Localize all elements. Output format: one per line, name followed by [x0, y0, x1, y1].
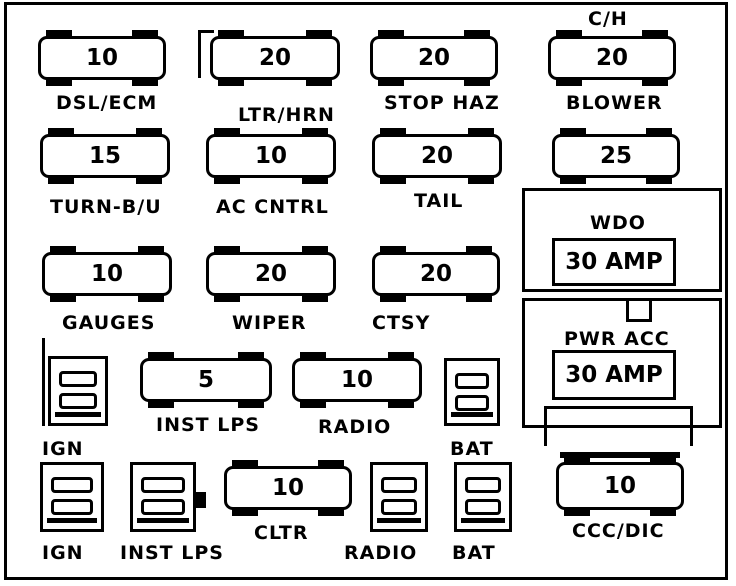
fuse-wdo-25: 25: [552, 128, 680, 184]
label-bat-upper: BAT: [450, 438, 494, 460]
fuse-rating: 20: [419, 261, 452, 287]
fuse-rating: 10: [90, 261, 123, 287]
fuse-rating: 20: [254, 261, 287, 287]
relay-ign-lower: [40, 462, 104, 532]
label-ltr-hrn: LTR/HRN: [238, 104, 335, 126]
label-tail: TAIL: [414, 190, 464, 212]
label-inst-lps-lower: INST LPS: [120, 542, 224, 564]
fuse-panel: [4, 2, 728, 580]
label-inst-lps: INST LPS: [156, 414, 260, 436]
pwr-acc-mount-right: [690, 406, 693, 446]
fuse-rating: 25: [599, 143, 632, 169]
fuse-rating: 20: [595, 45, 628, 71]
ign-bracket: [42, 338, 45, 426]
label-radio-upper: RADIO: [318, 416, 392, 438]
label-ign-upper: IGN: [42, 438, 84, 460]
fuse-blower: 20: [548, 30, 676, 86]
breaker-wdo-30amp: 30 AMP: [552, 238, 676, 286]
relay-bat-lower: [454, 462, 512, 532]
fuse-stop-haz: 20: [370, 30, 498, 86]
fuse-rating: 20: [417, 45, 450, 71]
label-pwr-acc: PWR ACC: [564, 328, 670, 350]
breaker-pwr-acc-30amp: 30 AMP: [552, 350, 676, 400]
fuse-rating: 10: [340, 367, 373, 393]
fuse-ccc-dic: 10: [556, 456, 684, 516]
fuse-turn-bu: 15: [40, 128, 170, 184]
ccc-dic-contact-bar: [560, 452, 680, 458]
label-stop-haz: STOP HAZ: [384, 92, 500, 114]
fuse-wiper: 20: [206, 246, 336, 302]
relay-ign-upper: [48, 356, 108, 426]
ltr-hrn-bracket-top: [198, 30, 214, 33]
relay-bat-upper: [444, 358, 500, 426]
ltr-hrn-bracket: [198, 30, 201, 78]
relay-radio-lower: [370, 462, 428, 532]
label-cltr: CLTR: [254, 522, 309, 544]
label-gauges: GAUGES: [62, 312, 156, 334]
label-turn-bu: TURN-B/U: [50, 196, 162, 218]
pwr-acc-mount-bar: [544, 406, 693, 409]
fuse-inst-lps: 5: [140, 352, 272, 408]
fuse-rating: 10: [271, 475, 304, 501]
fuse-rating: 10: [254, 143, 287, 169]
fuse-ac-cntrl: 10: [206, 128, 336, 184]
breaker-zone-wdo: [522, 188, 722, 292]
label-dsl-ecm: DSL/ECM: [56, 92, 158, 114]
label-radio-lower: RADIO: [344, 542, 418, 564]
breaker-pwr-acc-tab: [626, 298, 652, 322]
label-ctsy: CTSY: [372, 312, 431, 334]
fuse-dsl-ecm: 10: [38, 30, 166, 86]
fuse-rating: 5: [197, 367, 214, 393]
fuse-tail: 20: [372, 128, 502, 184]
fuse-gauges: 10: [42, 246, 172, 302]
label-c-h: C/H: [588, 8, 628, 30]
pwr-acc-mount-left: [544, 406, 547, 446]
relay-inst-lps-lower: [130, 462, 196, 532]
label-wdo: WDO: [590, 212, 646, 234]
breaker-zone-pwr-acc: [522, 298, 722, 428]
fuse-rating: 15: [88, 143, 121, 169]
fuse-rating: 20: [258, 45, 291, 71]
label-bat-lower: BAT: [452, 542, 496, 564]
fuse-cltr: 10: [224, 460, 352, 516]
label-ign-lower: IGN: [42, 542, 84, 564]
label-wiper: WIPER: [232, 312, 307, 334]
fuse-ctsy: 20: [372, 246, 500, 302]
fuse-rating: 10: [603, 473, 636, 499]
fuse-radio: 10: [292, 352, 422, 408]
label-ccc-dic: CCC/DIC: [572, 520, 665, 542]
label-blower: BLOWER: [566, 92, 663, 114]
label-ac-cntrl: AC CNTRL: [216, 196, 329, 218]
fuse-rating: 20: [420, 143, 453, 169]
inst-lps-relay-tab: [196, 492, 206, 508]
fuse-rating: 10: [85, 45, 118, 71]
fuse-ltr-hrn: 20: [210, 30, 340, 86]
